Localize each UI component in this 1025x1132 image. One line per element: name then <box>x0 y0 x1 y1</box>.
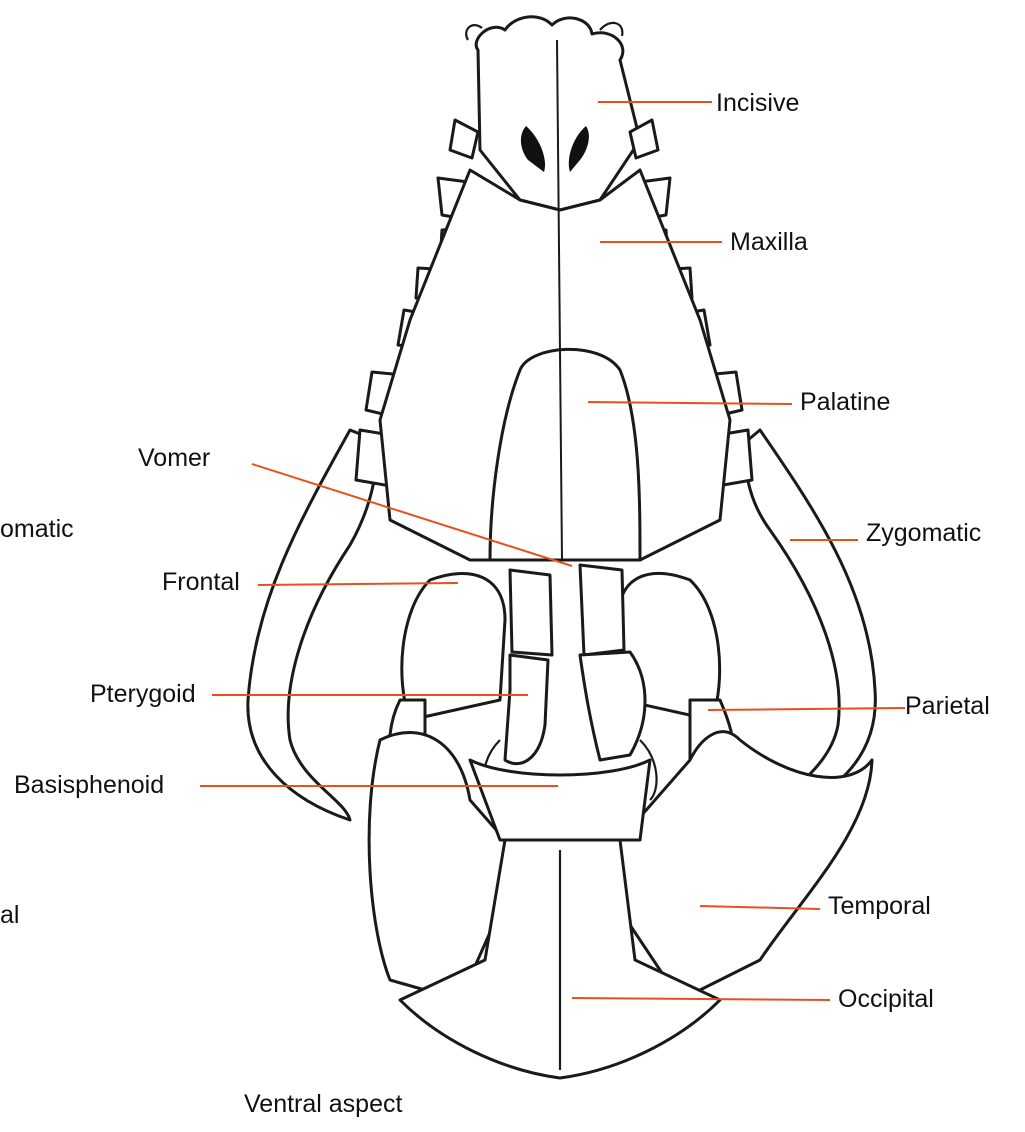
basisphenoid-bone <box>470 760 650 840</box>
label-temporal-cut: al <box>0 901 19 929</box>
label-pterygoid: Pterygoid <box>90 680 196 708</box>
label-incisive: Incisive <box>716 89 799 117</box>
label-palatine: Palatine <box>800 388 890 416</box>
left-zygomatic-arch <box>248 430 376 820</box>
label-occipital: Occipital <box>838 985 934 1013</box>
label-parietal: Parietal <box>905 692 990 720</box>
diagram-caption: Ventral aspect <box>244 1090 402 1118</box>
label-frontal: Frontal <box>162 568 240 596</box>
label-temporal: Temporal <box>828 892 931 920</box>
label-vomer: Vomer <box>138 444 210 472</box>
label-zygomatic: Zygomatic <box>866 519 981 547</box>
frontal-bone <box>402 573 720 720</box>
vomer-bone-right <box>580 565 624 655</box>
vomer-bone-left <box>510 570 552 655</box>
label-basisphenoid: Basisphenoid <box>14 771 164 799</box>
incisive-bone <box>466 17 640 210</box>
label-zygomatic-cut: omatic <box>0 515 74 543</box>
label-maxilla: Maxilla <box>730 228 808 256</box>
